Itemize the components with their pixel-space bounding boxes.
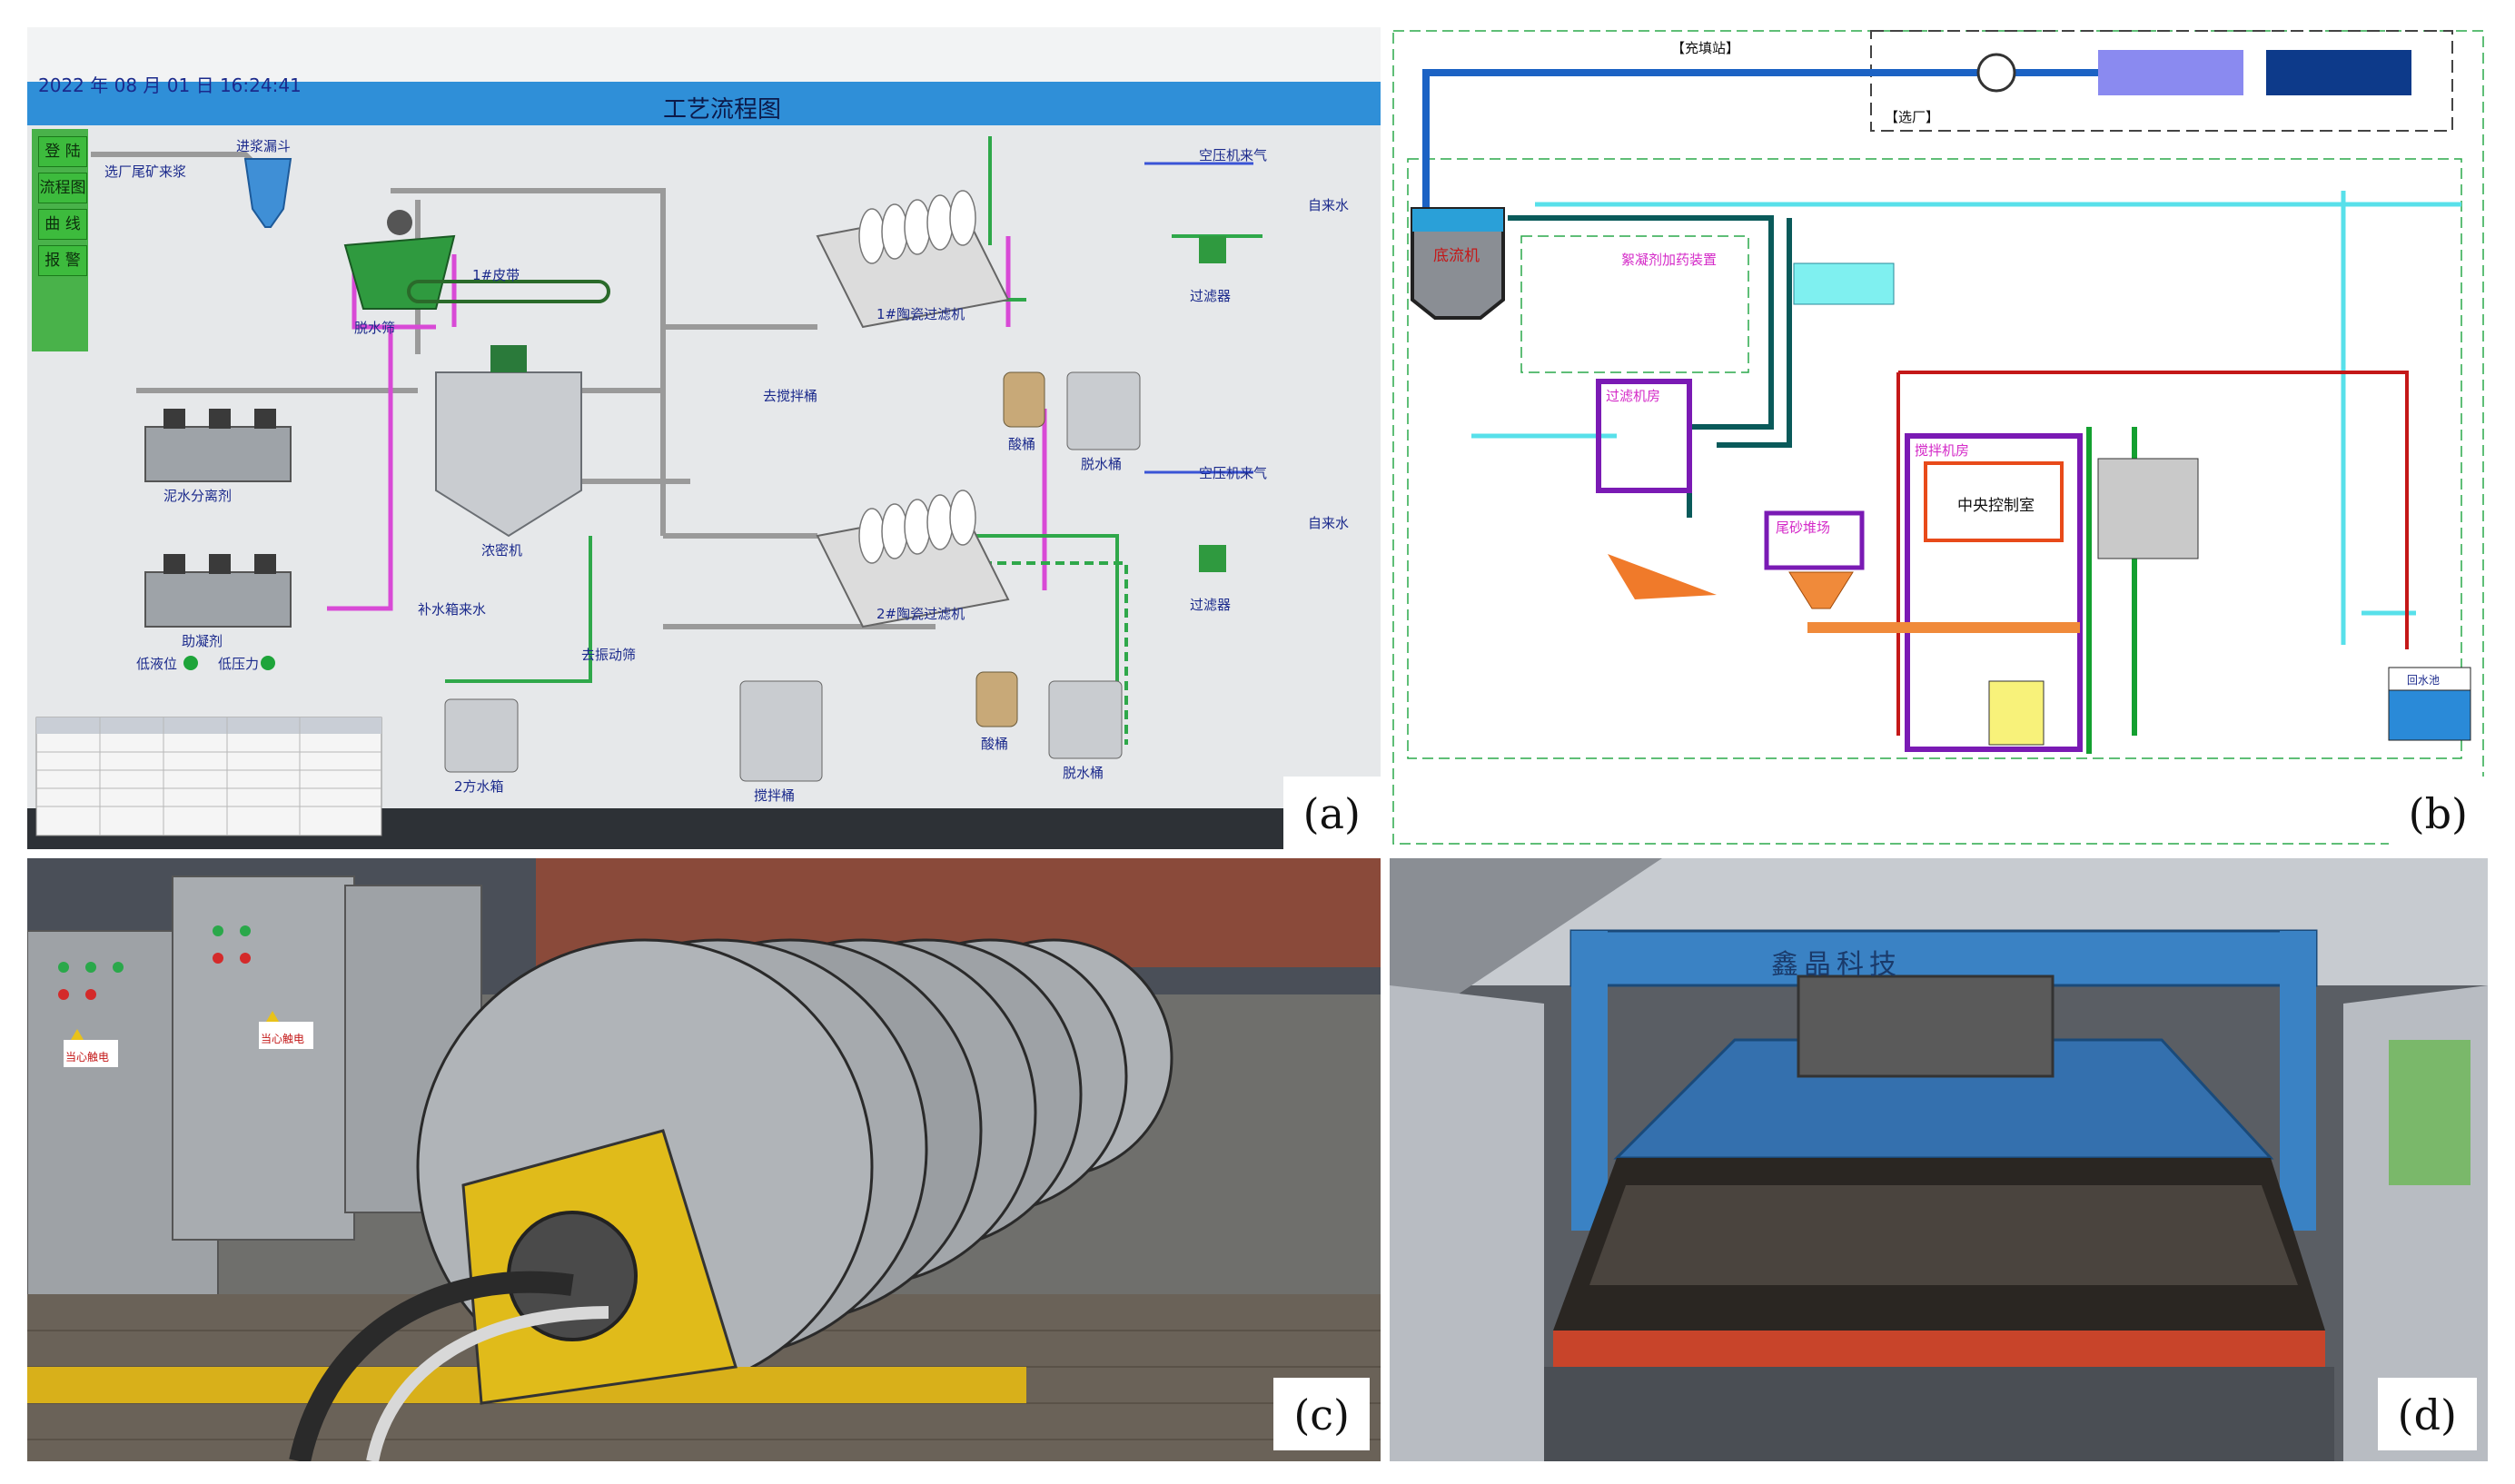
filter-photo-graphics: [27, 858, 1381, 1461]
warning-sign-1: 当心触电: [65, 1051, 110, 1064]
label-air2: 空压机来气: [1199, 465, 1268, 481]
label-thickener: 底流机: [1433, 247, 1480, 265]
label-dewater-tank1: 脱水桶: [1081, 456, 1123, 472]
side-button-flowchart[interactable]: 流程图: [38, 173, 87, 203]
label-mud-separator: 泥水分离剂: [163, 488, 233, 504]
side-button-curve[interactable]: 曲 线: [38, 209, 87, 240]
label-tap2: 自来水: [1308, 515, 1350, 531]
label-air1: 空压机来气: [1199, 147, 1268, 163]
label-filter1: 1#陶瓷过滤机: [876, 306, 965, 322]
label-acid2: 酸桶: [981, 736, 1009, 752]
label-dosing: 絮凝剂加药装置: [1621, 252, 1718, 268]
label-mixing-room: 搅拌机房: [1915, 442, 1970, 459]
label-filter2: 2#陶瓷过滤机: [876, 606, 965, 622]
screen-datetime: 2022 年 08 月 01 日 16:24:41: [38, 74, 302, 96]
schematic-graphics: [1392, 30, 2484, 845]
brand-logo-text: 鑫晶科技: [1771, 949, 1902, 981]
screen-photo-graphics: [1390, 858, 2488, 1461]
panel-c-filter-photo: 当心触电 当心触电 (c): [27, 858, 1381, 1461]
label-dewater-tank2: 脱水桶: [1063, 765, 1104, 781]
label-filter-room: 过滤机房: [1606, 388, 1661, 404]
label-tailings-in: 选厂尾矿来浆: [104, 163, 187, 180]
label-plant: 【选厂】: [1885, 109, 1940, 125]
label-makeup-water: 补水箱来水: [418, 601, 487, 618]
label-filter-unit2: 过滤器: [1190, 597, 1232, 613]
label-to-vibro: 去振动筛: [581, 647, 637, 663]
label-control-room: 中央控制室: [1957, 497, 2035, 515]
panel-d-screen-photo: 鑫晶科技 (d): [1390, 858, 2488, 1461]
label-low-level: 低液位: [136, 656, 178, 672]
panel-a-scada-screen: 2022 年 08 月 01 日 16:24:41 工艺流程图 登 陆 流程图 …: [27, 27, 1381, 849]
panel-a-label: (a): [1282, 777, 1381, 849]
panel-b-process-schematic: 【充填站】 【选厂】 底流机 絮凝剂加药装置 过滤机房 搅拌机房 中央控制室 尾…: [1390, 27, 2488, 849]
label-dewater-screen: 脱水筛: [354, 320, 396, 336]
label-water-tank: 2方水箱: [454, 778, 504, 795]
label-to-mixer: 去搅拌桶: [763, 388, 818, 404]
label-station: 【充填站】: [1671, 40, 1740, 56]
warning-sign-2: 当心触电: [261, 1033, 305, 1045]
label-thickener: 浓密机: [481, 542, 523, 559]
screen-title: 工艺流程图: [663, 96, 782, 124]
label-belt: 1#皮带: [472, 267, 520, 283]
label-acid1: 酸桶: [1008, 436, 1036, 452]
panel-b-label: (b): [2388, 777, 2488, 849]
label-tailings-yard: 尾砂堆场: [1776, 519, 1831, 536]
label-inlet-hopper: 进浆漏斗: [236, 138, 292, 154]
side-button-login[interactable]: 登 陆: [38, 136, 87, 167]
label-water-tank: 回水池: [2407, 674, 2441, 687]
scada-screen-graphics: [27, 27, 1381, 849]
side-button-alarm[interactable]: 报 警: [38, 245, 87, 276]
panel-c-label: (c): [1273, 1378, 1370, 1450]
label-low-pressure: 低压力: [218, 656, 260, 672]
label-mixer: 搅拌桶: [754, 787, 796, 804]
label-flocculant: 助凝剂: [182, 633, 223, 649]
panel-d-label: (d): [2377, 1378, 2477, 1450]
label-tap1: 自来水: [1308, 197, 1350, 213]
label-filter-unit1: 过滤器: [1190, 288, 1232, 304]
